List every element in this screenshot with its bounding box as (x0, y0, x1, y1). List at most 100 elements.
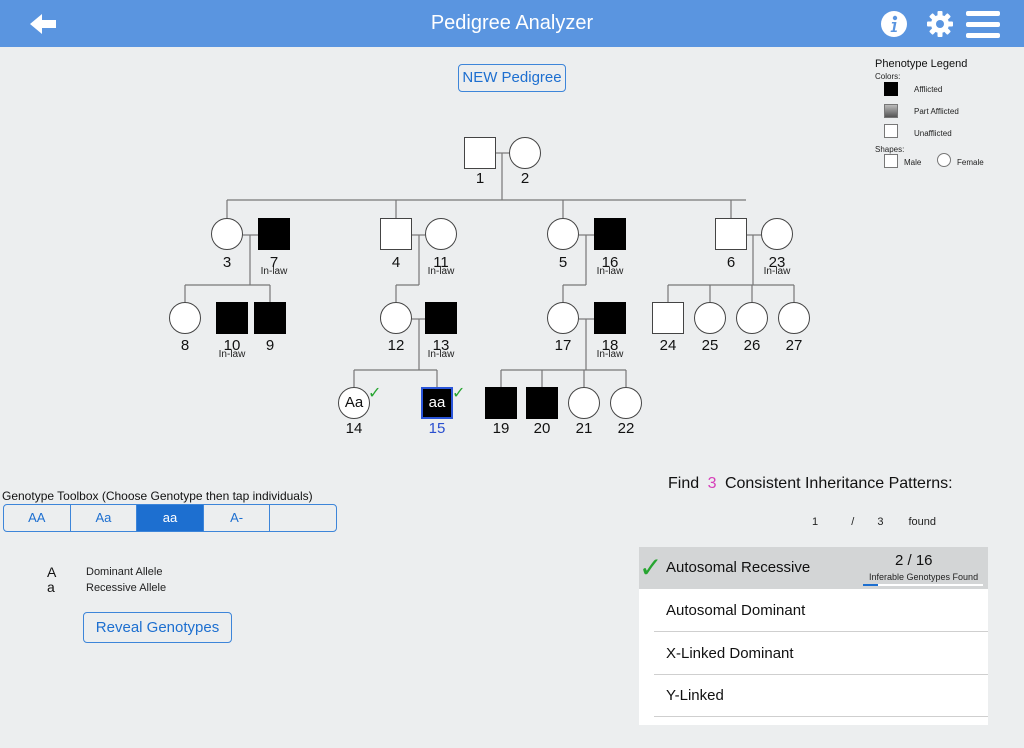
individual-number: 17 (554, 337, 572, 354)
found-counter: 1 / 3 found (812, 516, 936, 528)
individual-number: 2 (520, 170, 530, 187)
menu-button[interactable] (966, 8, 1002, 40)
pattern-row-y-linked[interactable]: Y-Linked (639, 675, 988, 717)
find-patterns-heading: Find 3 Consistent Inheritance Patterns: (668, 475, 953, 493)
menu-icon (966, 11, 1000, 16)
dominant-allele-symbol: A (47, 564, 57, 580)
legend-title: Phenotype Legend (875, 58, 968, 70)
individual-25[interactable] (694, 302, 726, 334)
phenotype-legend: Phenotype Legend Colors: Afflicted Part … (870, 56, 1010, 176)
individual-27[interactable] (778, 302, 810, 334)
legend-shapes-label: Shapes: (875, 145, 905, 154)
individual-18[interactable] (594, 302, 626, 334)
individual-number: 10 (223, 337, 241, 354)
legend-part-afflicted-label: Part Afflicted (914, 107, 959, 116)
individual-4[interactable] (380, 218, 412, 250)
top-bar (0, 0, 1024, 47)
individual-15[interactable]: aa (421, 387, 453, 419)
pattern-row-autosomal-recessive[interactable]: ✓ Autosomal Recessive 2 / 16 Inferable G… (639, 547, 988, 589)
checkmark-icon: ✓ (639, 552, 663, 583)
new-pedigree-button[interactable]: NEW Pedigree (458, 64, 566, 92)
inlaw-label: In-law (763, 266, 791, 277)
individual-22[interactable] (610, 387, 642, 419)
found-current: 1 (812, 516, 819, 528)
back-arrow-icon (30, 14, 56, 34)
individual-12[interactable] (380, 302, 412, 334)
individual-9[interactable] (254, 302, 286, 334)
individual-number: 22 (617, 420, 635, 437)
individual-21[interactable] (568, 387, 600, 419)
genotype-label: aa (428, 394, 446, 411)
legend-unafflicted-swatch (884, 124, 898, 138)
genotype-option-AA[interactable]: AA (4, 505, 71, 531)
inheritance-pattern-list: ✓ Autosomal Recessive 2 / 16 Inferable G… (639, 547, 988, 725)
found-label: found (908, 516, 937, 528)
individual-14[interactable]: Aa (338, 387, 370, 419)
found-slash: / (851, 516, 855, 528)
inlaw-label: In-law (260, 266, 288, 277)
individual-24[interactable] (652, 302, 684, 334)
individual-number: 15 (428, 420, 446, 437)
inlaw-label: In-law (596, 349, 624, 360)
individual-number: 24 (659, 337, 677, 354)
pattern-label: Autosomal Dominant (666, 602, 806, 619)
info-button[interactable] (880, 10, 908, 38)
individual-number: 12 (387, 337, 405, 354)
individual-8[interactable] (169, 302, 201, 334)
checkmark-icon: ✓ (452, 385, 466, 402)
divider (654, 716, 988, 717)
pattern-row-autosomal-dominant[interactable]: Autosomal Dominant (639, 590, 988, 632)
gear-icon (927, 11, 953, 37)
inlaw-label: In-law (596, 266, 624, 277)
individual-number: 21 (575, 420, 593, 437)
genotype-option-Aa[interactable]: Aa (71, 505, 138, 531)
pattern-count: 3 (707, 475, 717, 492)
genotype-toolbox: AA Aa aa A- (3, 504, 337, 532)
recessive-allele-symbol: a (47, 579, 55, 595)
genotype-label: Aa (344, 394, 364, 411)
individual-number: 8 (180, 337, 190, 354)
legend-part-afflicted-swatch (884, 104, 898, 118)
individual-20[interactable] (526, 387, 558, 419)
individual-2[interactable] (509, 137, 541, 169)
individual-3[interactable] (211, 218, 243, 250)
individual-number: 20 (533, 420, 551, 437)
recessive-allele-label: Recessive Allele (86, 582, 167, 594)
dominant-allele-label: Dominant Allele (86, 566, 163, 578)
individual-10[interactable] (216, 302, 248, 334)
individual-number: 13 (432, 337, 450, 354)
individual-number: 26 (743, 337, 761, 354)
individual-13[interactable] (425, 302, 457, 334)
genotype-option-A-[interactable]: A- (204, 505, 271, 531)
individual-1[interactable] (464, 137, 496, 169)
individual-number: 27 (785, 337, 803, 354)
individual-19[interactable] (485, 387, 517, 419)
inlaw-label: In-law (218, 349, 246, 360)
menu-icon-bar (966, 22, 1000, 27)
inlaw-label: In-law (427, 349, 455, 360)
genotype-option-aa[interactable]: aa (137, 505, 204, 531)
individual-6[interactable] (715, 218, 747, 250)
back-button[interactable] (26, 8, 62, 40)
find-prefix: Find (668, 475, 700, 492)
individual-23[interactable] (761, 218, 793, 250)
individual-16[interactable] (594, 218, 626, 250)
pattern-row-x-linked-dominant[interactable]: X-Linked Dominant (639, 633, 988, 675)
reveal-genotypes-button[interactable]: Reveal Genotypes (83, 612, 232, 643)
settings-button[interactable] (926, 10, 954, 38)
legend-female-label: Female (957, 158, 984, 167)
individual-number: 1 (475, 170, 485, 187)
divider (654, 674, 988, 675)
pattern-score-label: Inferable Genotypes Found (869, 572, 979, 582)
individual-7[interactable] (258, 218, 290, 250)
individual-26[interactable] (736, 302, 768, 334)
legend-male-label: Male (904, 158, 922, 167)
individual-5[interactable] (547, 218, 579, 250)
pattern-label: Autosomal Recessive (666, 559, 811, 576)
individual-number: 14 (345, 420, 363, 437)
find-suffix: Consistent Inheritance Patterns: (724, 475, 953, 492)
individual-17[interactable] (547, 302, 579, 334)
individual-11[interactable] (425, 218, 457, 250)
legend-female-swatch (937, 153, 951, 167)
genotype-option-empty[interactable] (270, 505, 336, 531)
